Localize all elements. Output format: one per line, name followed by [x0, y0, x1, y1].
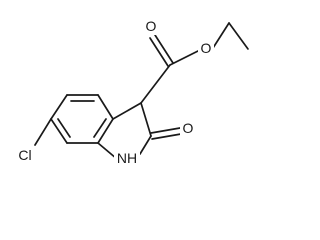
bond-c2-o-lactam-a	[150, 127, 181, 134]
carbonyl-oxygen-top-label: O	[146, 18, 157, 34]
bond-c6-c5	[50, 94, 68, 120]
chemical-structure: O O O NH Cl	[14, 17, 249, 167]
carbonyl-oxygen-top-bg	[143, 17, 159, 35]
bond-double-c7-c6	[57, 118, 71, 138]
bond-c7-c6	[50, 118, 68, 144]
bond-layer	[34, 22, 249, 160]
bond-c3-cester	[140, 64, 171, 104]
atom-labels: O O O NH Cl	[14, 17, 214, 167]
bond-double-c3a-c7a	[93, 118, 107, 138]
ester-oxygen-label: O	[201, 40, 212, 56]
nitrogen: NH	[114, 149, 140, 167]
bond-o-ester-ch2	[212, 22, 230, 49]
bond-c3a-c7a	[97, 118, 114, 144]
bond-c2-o-lactam-b	[151, 133, 182, 140]
bond-ch2-ch3	[228, 22, 249, 50]
ester-oxygen-bg	[198, 39, 214, 57]
chlorine: Cl	[14, 146, 36, 164]
bond-cester-o-carbonyl-a	[149, 37, 169, 67]
lactam-oxygen-bg	[180, 119, 196, 137]
lactam-oxygen-label: O	[183, 120, 194, 136]
bond-c6-cl	[34, 118, 52, 146]
carbonyl-oxygen-top: O	[143, 17, 159, 35]
ester-oxygen: O	[198, 39, 214, 57]
nitrogen-label: NH	[117, 150, 137, 166]
bond-cester-o-ester	[169, 50, 199, 66]
bond-cester-o-carbonyl-b	[154, 34, 174, 64]
bond-n1-c2	[139, 135, 152, 155]
nitrogen-bg	[114, 149, 140, 167]
bond-c4-c3a	[97, 94, 114, 120]
bond-c3-c3a	[112, 102, 142, 120]
bond-c2-c3	[140, 102, 152, 137]
bond-c7a-n1	[97, 142, 118, 160]
chlorine-bg	[14, 146, 36, 164]
chlorine-label: Cl	[18, 147, 31, 163]
lactam-oxygen: O	[180, 119, 196, 137]
